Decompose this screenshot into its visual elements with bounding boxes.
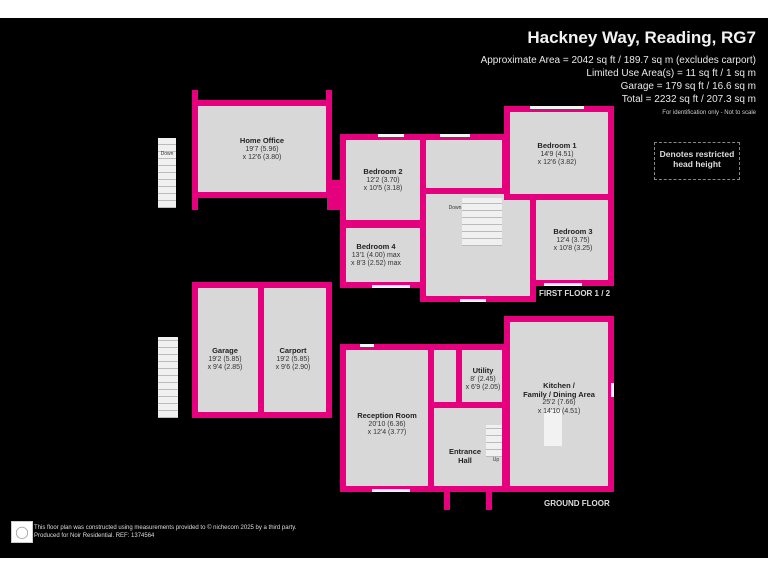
window — [372, 285, 410, 288]
room-name: Bedroom 2 — [363, 167, 403, 176]
room-dim: x 12'6 (3.82) — [537, 159, 577, 166]
room-name: Bedroom 1 — [537, 141, 577, 150]
landing-down-label: Down — [448, 205, 462, 211]
room-dim: 12'4 (3.75) — [556, 236, 590, 244]
room-bedroom-2 — [340, 134, 426, 226]
first-floor-label: FIRST FLOOR 1 / 2 — [539, 289, 611, 298]
room-name: Bedroom 4 — [356, 242, 396, 251]
room-dim: x 10'8 (3.25) — [553, 245, 593, 252]
room-kitchen — [504, 316, 614, 492]
window — [530, 106, 584, 109]
window — [544, 283, 582, 286]
room-dim: x 9'4 (2.85) — [207, 364, 243, 371]
room-name: Utility — [472, 366, 494, 375]
room-name: Home Office — [239, 136, 285, 145]
window — [372, 489, 410, 492]
wall — [192, 90, 198, 102]
kitchen-island — [544, 410, 562, 446]
window — [360, 344, 374, 347]
room-dim: x 9'6 (2.90) — [275, 364, 311, 371]
footer-disclaimer: This floor plan was constructed using me… — [34, 524, 296, 540]
room-bedroom-1 — [504, 106, 614, 200]
legend-line1: Denotes restricted — [659, 149, 735, 159]
room-name: Family / Dining Area — [523, 389, 595, 399]
ground-floor-label: GROUND FLOOR — [544, 499, 610, 508]
room-dim: x 10'5 (3.18) — [363, 185, 403, 192]
wall — [444, 490, 450, 510]
room-dim: 19'7 (5.96) — [245, 145, 279, 153]
legend-line2: head height — [673, 159, 721, 169]
area-approx: Approximate Area = 2042 sq ft / 189.7 sq… — [480, 55, 756, 66]
room-name: Bedroom 3 — [553, 227, 593, 236]
room-dim: 14'9 (4.51) — [540, 150, 574, 158]
area-garage: Garage = 179 sq ft / 16.6 sq m — [620, 81, 756, 92]
room-name: Kitchen / — [543, 381, 575, 390]
room-dim: 19'2 (5.85) — [208, 355, 242, 363]
room-name: Hall — [458, 455, 472, 465]
wall — [326, 90, 332, 102]
wall — [486, 490, 492, 510]
room-name: Reception Room — [357, 411, 417, 420]
area-limited: Limited Use Area(s) = 11 sq ft / 1 sq m — [586, 68, 756, 79]
footer-line1: This floor plan was constructed using me… — [34, 525, 297, 531]
stairs-up-label: Up — [492, 457, 500, 463]
footer-line2: Produced for Noir Residential. REF: 1374… — [34, 533, 155, 539]
stairs-garage — [158, 337, 178, 418]
room-home-office — [192, 100, 332, 198]
stairs-down-label: Down — [160, 151, 174, 157]
room-dim: 20'10 (6.36) — [368, 420, 406, 428]
info-logo-icon: ◯ — [11, 521, 33, 543]
room-dim: 8' (2.45) — [470, 375, 496, 383]
window — [378, 134, 404, 137]
room-dim: x 12'4 (3.77) — [367, 429, 407, 436]
room-dim: 12'2 (3.70) — [366, 176, 400, 184]
window — [460, 299, 486, 302]
window — [611, 383, 614, 397]
restricted-height-legend: Denotes restricted head height — [654, 142, 740, 180]
room-name: Entrance — [448, 447, 482, 456]
room-dim: x 14'10 (4.51) — [537, 407, 581, 415]
room-dim: 19'2 (5.85) — [276, 355, 310, 363]
room-dim: x 6'9 (2.05) — [465, 384, 501, 391]
stairs-first-floor — [158, 138, 176, 208]
room-name: Garage — [212, 346, 238, 355]
room-dim: x 12'6 (3.80) — [242, 154, 282, 161]
property-title: Hackney Way, Reading, RG7 — [527, 28, 756, 47]
room-dim: x 8'3 (2.52) max — [351, 260, 401, 267]
stairs-landing — [462, 198, 502, 246]
window — [440, 134, 470, 137]
area-total: Total = 2232 sq ft / 207.3 sq m — [621, 94, 756, 105]
room-dim: 25'2 (7.66) — [542, 399, 576, 406]
room-carport — [258, 282, 332, 418]
wall — [327, 180, 343, 210]
room-dim: 13'1 (4.00) max — [351, 251, 401, 259]
wall — [192, 196, 198, 210]
stairs-hall — [486, 425, 502, 457]
scale-note: For identification only - Not to scale — [662, 110, 756, 116]
room-name: Carport — [279, 346, 307, 355]
